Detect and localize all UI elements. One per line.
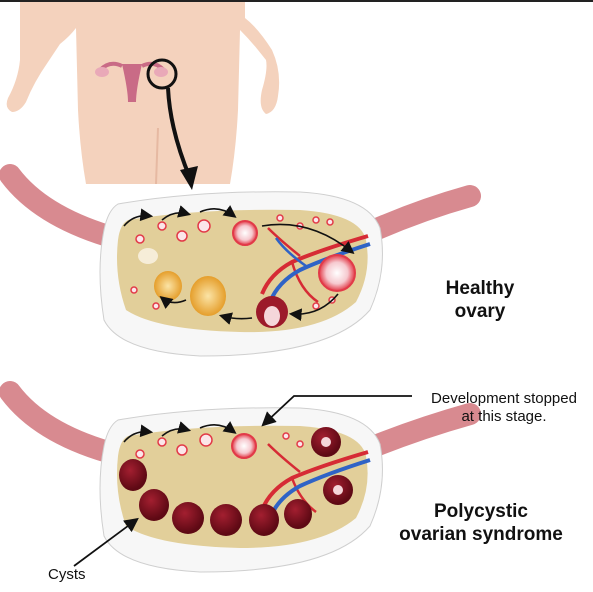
- pcos-ovary: [0, 381, 481, 573]
- leg-gap: [155, 127, 159, 185]
- torso: [6, 2, 280, 184]
- small-follicles: [135, 432, 304, 459]
- cyst: [139, 489, 169, 521]
- cycle-arrows: [123, 421, 237, 443]
- follicle-mature: [318, 254, 356, 292]
- pointer-arrow-icon: [166, 87, 192, 179]
- body-silhouette: [6, 2, 280, 190]
- cycle-arrows: [123, 205, 355, 325]
- cyst: [284, 499, 312, 529]
- healthy-ovary-label: Healthy ovary: [445, 278, 515, 322]
- fallopian-tube-left: [0, 164, 119, 247]
- cysts-arrow: [73, 517, 139, 567]
- follicle-arrested: [231, 433, 257, 459]
- fallopian-tube-right: [359, 403, 481, 459]
- cyst: [172, 502, 204, 534]
- blood-vessel-artery: [260, 450, 369, 511]
- cysts-row: [119, 459, 312, 536]
- corpus-luteum: [190, 276, 226, 316]
- cysts-label: Cysts: [48, 566, 86, 583]
- uterus-small: [95, 61, 168, 102]
- top-rule: [0, 0, 593, 2]
- cyst: [119, 459, 147, 491]
- follicle-medium: [232, 220, 258, 246]
- development-stopped-label: Development stopped at this stage.: [431, 390, 577, 425]
- development-arrow: [261, 395, 412, 427]
- healthy-ovary: [0, 164, 481, 357]
- zoom-circle-icon: [146, 58, 178, 90]
- cyst: [210, 504, 242, 536]
- pcos-label: Polycystic ovarian syndrome: [399, 501, 563, 545]
- corpus-albicans: [138, 248, 158, 264]
- fallopian-tube-right: [359, 185, 481, 243]
- cyst: [249, 504, 279, 536]
- corpus-luteum-small: [154, 271, 182, 301]
- fallopian-tube-left: [0, 381, 119, 463]
- blood-vessel-vein: [268, 458, 371, 519]
